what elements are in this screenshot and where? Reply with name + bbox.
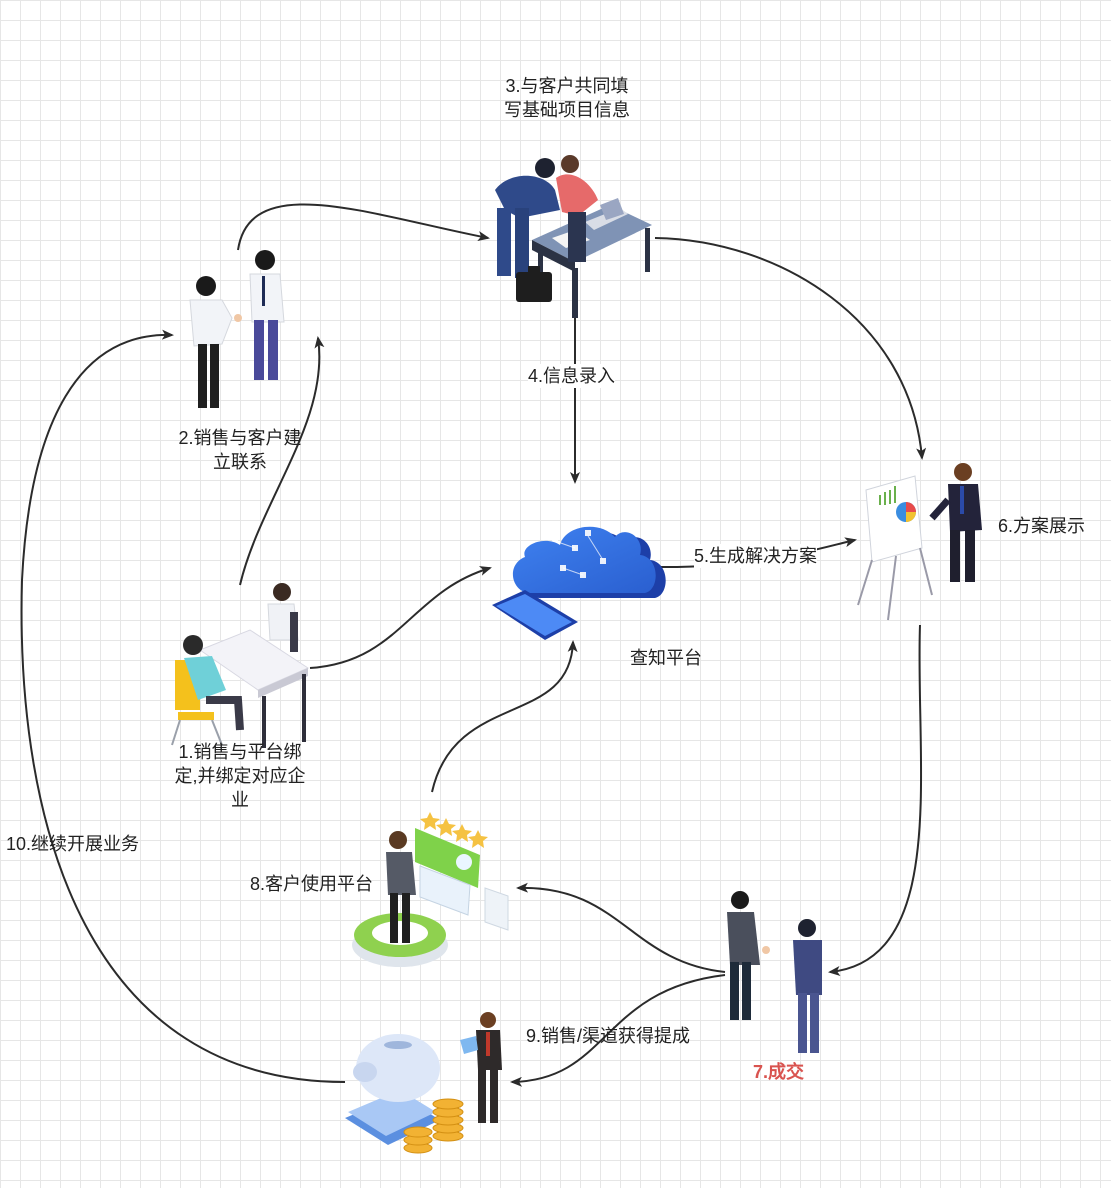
step4-label: 4.信息录入 [528, 364, 616, 388]
platform-user-icon [352, 812, 509, 967]
handshake-people-icon [189, 250, 285, 408]
step1-label: 1.销售与平台绑 定,并绑定对应企 业 [174, 740, 305, 812]
step8-label: 8.客户使用平台 [250, 874, 374, 894]
arrow-6-to-7 [828, 624, 923, 976]
step6-label: 6.方案展示 [998, 516, 1086, 536]
cloud-platform-icon [492, 526, 666, 640]
step1-line2: 定,并绑定对应企 [174, 766, 306, 786]
step2-line2: 立联系 [212, 452, 267, 472]
team-laptop-icon [495, 155, 652, 318]
step3-line2: 写基础项目信息 [504, 100, 630, 120]
piggy-bank-icon [345, 1012, 502, 1154]
platform-name-label: 查知平台 [630, 648, 702, 668]
step1-line3: 业 [230, 790, 249, 810]
step1-line1: 1.销售与平台绑 [178, 742, 302, 762]
arrow-7-to-9 [510, 974, 726, 1087]
office-meeting-icon [171, 583, 310, 748]
step9-label: 9.销售/渠道获得提成 [526, 1026, 691, 1046]
step2-label: 2.销售与客户建 立联系 [178, 426, 301, 474]
arrow-2-to-3 [237, 203, 490, 251]
flow-arrows [20, 203, 927, 1087]
step3-line1: 3.与客户共同填 [505, 76, 629, 96]
presentation-icon [857, 463, 982, 621]
arrow-7-to-8 [516, 882, 726, 973]
step2-line1: 2.销售与客户建 [178, 428, 302, 448]
deal-handshake-icon [727, 891, 822, 1053]
arrow-1-to-2 [239, 336, 325, 586]
arrow-10-to-2 [20, 329, 346, 1083]
arrow-1-to-platform [309, 566, 492, 669]
arrow-8-to-platform [431, 640, 578, 793]
step3-label: 3.与客户共同填 写基础项目信息 [504, 74, 630, 122]
step10-label: 10.继续开展业务 [6, 834, 140, 854]
step7-label: 7.成交 [753, 1062, 805, 1082]
step5-label: 5.生成解决方案 [694, 544, 818, 568]
arrow-3-to-6 [654, 237, 927, 460]
